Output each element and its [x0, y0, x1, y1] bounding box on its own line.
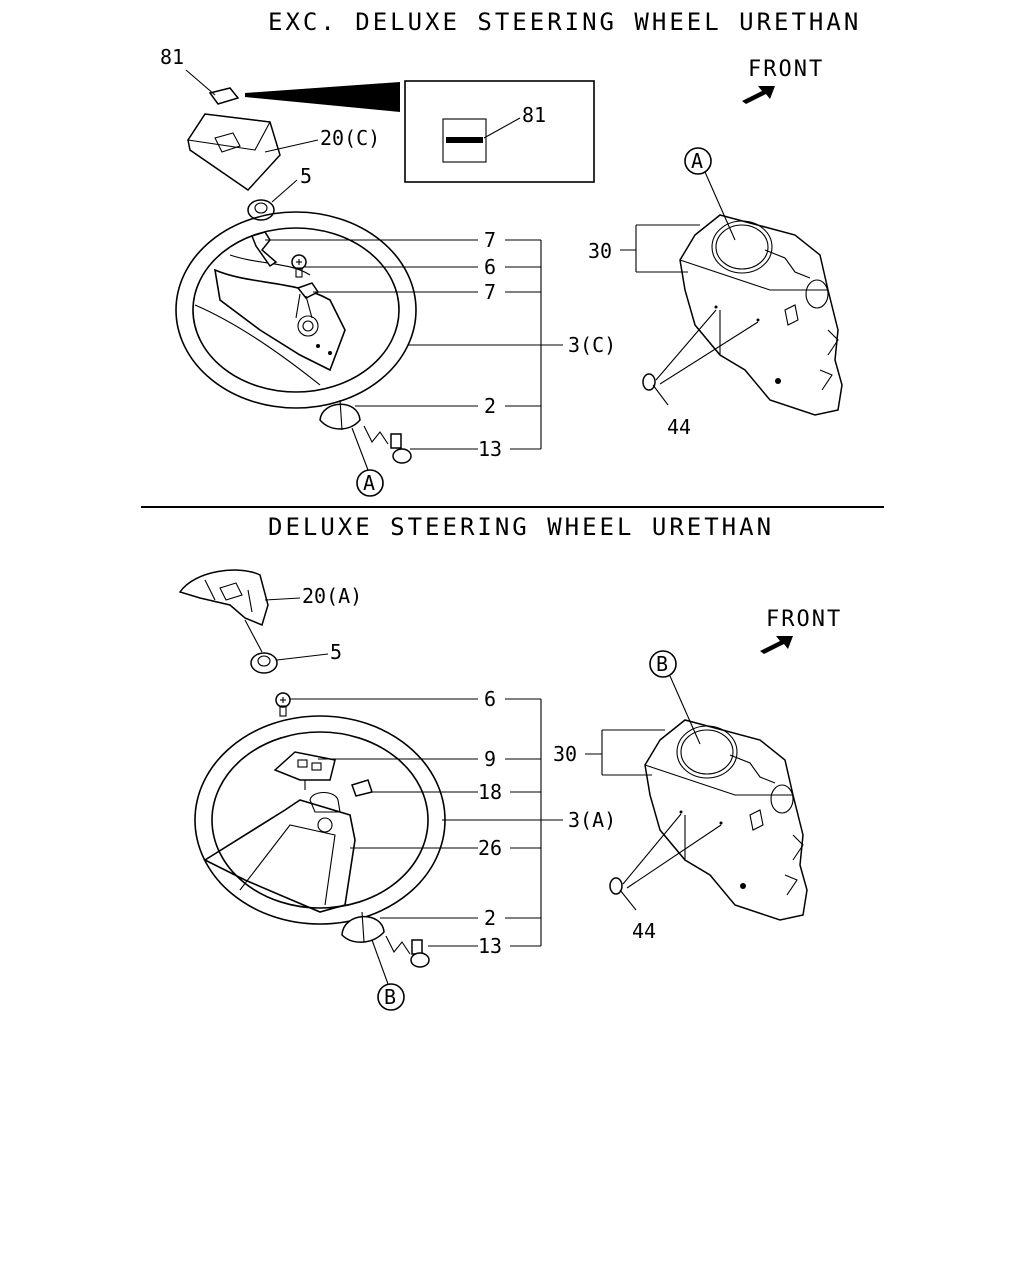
top-ref-circle-wheel	[351, 427, 384, 497]
bottom-nut-5	[250, 652, 278, 674]
top-label-3c: 3(C)	[568, 333, 616, 357]
bottom-section: DELUXE STEERING WHEEL URETHAN FRONT 20(A…	[178, 513, 842, 1011]
top-section: EXC. DELUXE STEERING WHEEL URETHAN FRONT…	[160, 8, 861, 497]
top-label-44: 44	[667, 415, 691, 439]
bottom-switch-9	[273, 751, 336, 790]
bottom-screw-44	[609, 813, 722, 911]
bottom-label-3a: 3(A)	[568, 808, 616, 832]
top-label-2: 2	[484, 394, 496, 418]
top-screw-6	[291, 254, 307, 278]
bottom-front-label: FRONT	[766, 607, 842, 632]
bottom-label-5: 5	[330, 640, 342, 664]
top-emblem-detail-box	[404, 80, 595, 183]
bottom-ref-circle-wheel	[371, 939, 405, 1011]
top-label-13: 13	[478, 437, 502, 461]
top-bracket-7b	[295, 282, 320, 319]
top-section-title: EXC. DELUXE STEERING WHEEL URETHAN	[268, 8, 861, 36]
bottom-cover-2	[341, 911, 385, 943]
bottom-label-18: 18	[478, 780, 502, 804]
bottom-leader-lines	[290, 698, 563, 947]
top-screw-44	[642, 309, 759, 406]
bottom-label-13: 13	[478, 934, 502, 958]
top-steering-wheel-3c	[175, 211, 417, 409]
bottom-label-44: 44	[632, 919, 656, 943]
bottom-section-title: DELUXE STEERING WHEEL URETHAN	[268, 513, 774, 541]
top-label-5: 5	[300, 164, 312, 188]
top-label-6: 6	[484, 255, 496, 279]
bottom-connector-18	[351, 779, 373, 797]
bottom-ref-b-wheel: B	[384, 985, 396, 1009]
top-bracket-7a	[251, 231, 278, 268]
top-label-7b: 7	[484, 280, 496, 304]
bottom-front-arrow-icon	[760, 636, 793, 654]
top-label-81-emblem: 81	[160, 45, 184, 69]
top-column-cover-30	[679, 214, 843, 416]
top-horn-pad-20c	[187, 113, 281, 191]
bottom-label-26: 26	[478, 836, 502, 860]
top-ref-a-cover: A	[691, 149, 703, 173]
bottom-ref-b-cover: B	[656, 652, 668, 676]
bottom-screw-13	[385, 935, 430, 968]
bottom-steering-wheel-3a	[194, 715, 446, 925]
top-label-30: 30	[588, 239, 612, 263]
top-front-arrow-icon	[742, 86, 775, 104]
top-leader-lines	[265, 239, 563, 450]
top-cover-2	[319, 399, 361, 431]
top-ref-circle-cover	[684, 147, 736, 241]
top-emblem-81	[208, 82, 400, 112]
top-label-20c: 20(C)	[320, 126, 380, 150]
bottom-label-9: 9	[484, 747, 496, 771]
bottom-horn-pad-20a	[178, 569, 269, 627]
bottom-label-2: 2	[484, 906, 496, 930]
bottom-ref-circle-cover	[649, 650, 701, 745]
bottom-screw-6	[275, 692, 291, 717]
top-label-81-detail: 81	[522, 103, 546, 127]
bottom-column-cover-30	[644, 719, 808, 921]
bottom-label-30: 30	[553, 742, 577, 766]
top-screw-13	[363, 425, 412, 464]
top-label-7a: 7	[484, 228, 496, 252]
bottom-label-6: 6	[484, 687, 496, 711]
top-front-label: FRONT	[748, 57, 824, 82]
bottom-label-20a: 20(A)	[302, 584, 362, 608]
top-ref-a-wheel: A	[363, 471, 375, 495]
